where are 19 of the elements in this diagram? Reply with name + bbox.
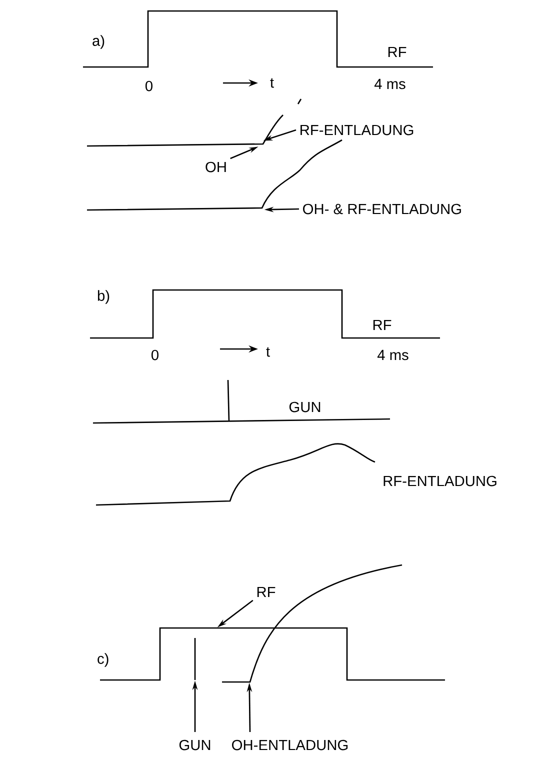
label-text: a) <box>92 35 104 49</box>
signal-trace <box>87 114 284 147</box>
label-text: c) <box>98 653 108 667</box>
label-text: b) <box>98 290 110 304</box>
signal-trace <box>222 564 402 683</box>
text-label: OH-ENTLADUNG <box>232 740 348 750</box>
label-text: t <box>270 78 274 88</box>
label-text: RF-ENTLADUNG <box>384 476 496 486</box>
text-label: OH- & RF-ENTLADUNG <box>303 204 461 214</box>
label-text: RF <box>388 46 406 58</box>
text-label: GUN <box>179 740 210 750</box>
label-text: 4 ms <box>374 78 406 90</box>
label-text: RF <box>373 320 392 330</box>
text-label: RF-ENTLADUNG <box>300 124 414 136</box>
label-text: t <box>266 347 270 357</box>
label-text: 0 <box>145 80 152 92</box>
label-text: 0 <box>151 350 158 360</box>
label-text: GUN <box>289 402 320 412</box>
label-text: 4 ms <box>377 350 408 360</box>
